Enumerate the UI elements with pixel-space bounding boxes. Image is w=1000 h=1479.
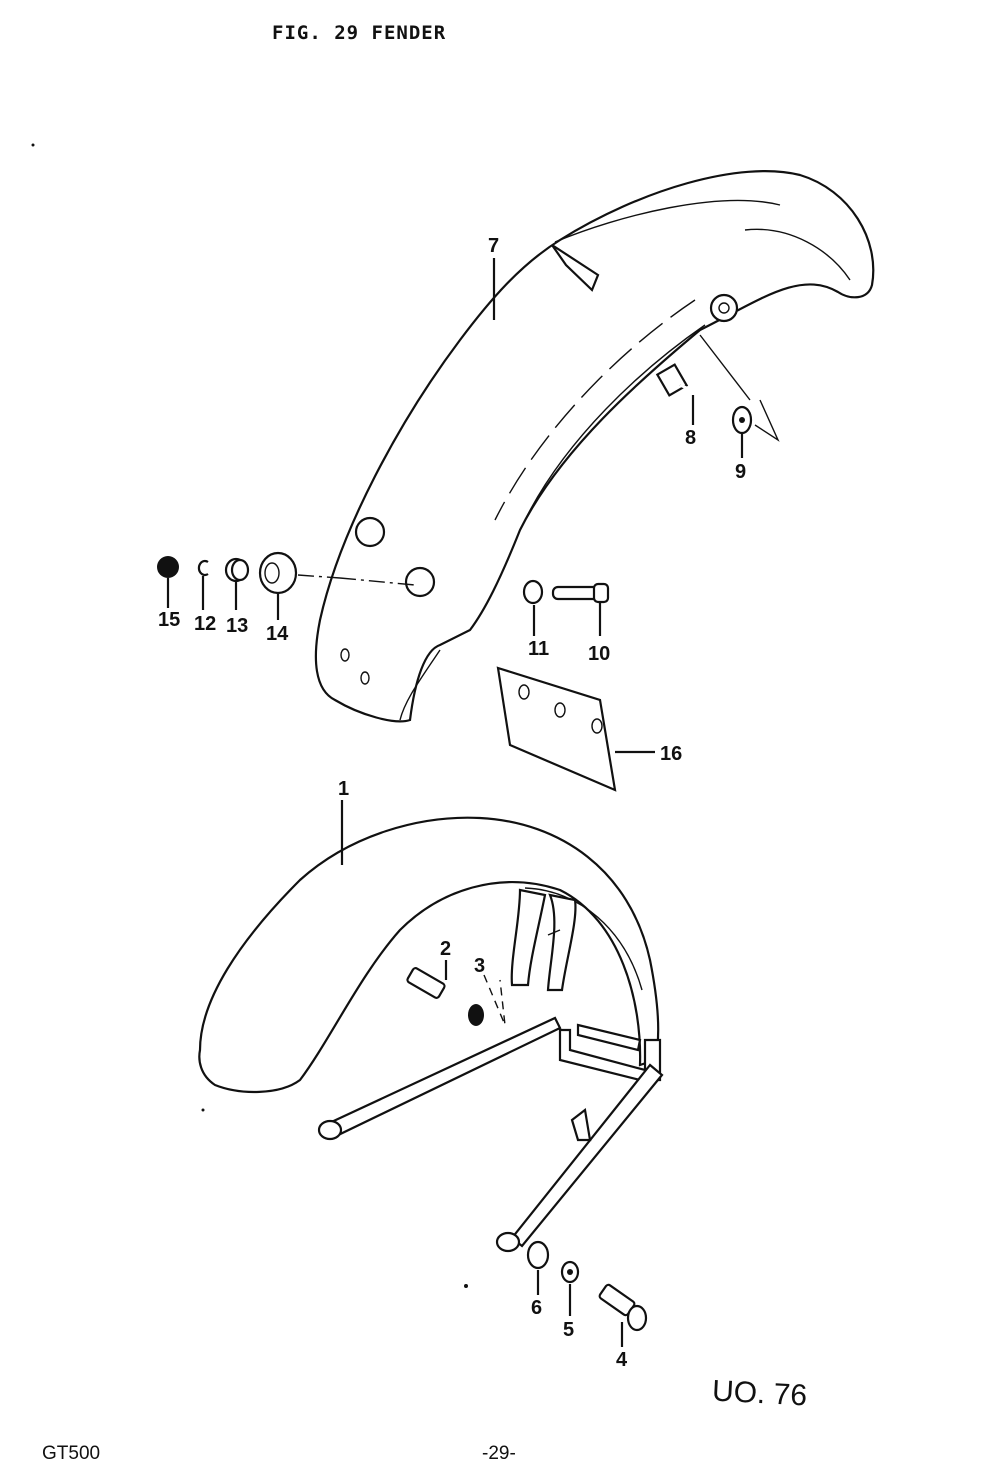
callout-6: 6 [531, 1297, 542, 1319]
cap-nut-15 [157, 556, 179, 578]
callout-14: 14 [266, 623, 289, 645]
callout-15: 15 [158, 609, 180, 631]
bolt-2 [406, 967, 446, 999]
bolt-4 [598, 1283, 648, 1332]
callout-11: 11 [528, 638, 549, 660]
rear-fender [314, 170, 875, 723]
front-fender [198, 816, 664, 1253]
callout-10: 10 [588, 643, 610, 665]
callout-12: 12 [194, 613, 216, 635]
callout-1: 1 [338, 778, 349, 800]
washer-12 [197, 559, 209, 577]
callout-7: 7 [488, 235, 499, 257]
callout-5: 5 [563, 1319, 574, 1341]
callout-3: 3 [474, 955, 485, 977]
page-number: -29- [482, 1443, 516, 1464]
callout-13: 13 [226, 615, 248, 637]
bolt-8 [655, 363, 736, 412]
nut-3 [468, 1004, 484, 1026]
bolt-10 [551, 582, 610, 604]
nut-5 [560, 1260, 580, 1284]
collar-13 [224, 557, 250, 583]
washer-11 [522, 579, 544, 605]
plate-16 [496, 666, 617, 792]
callout-9: 9 [735, 461, 746, 483]
cushion-14 [258, 551, 298, 595]
callout-16: 16 [660, 743, 682, 765]
washer-9 [731, 405, 753, 435]
figure-title: FIG. 29 FENDER [272, 22, 447, 44]
callout-8: 8 [685, 427, 696, 449]
callout-4: 4 [616, 1349, 628, 1371]
callout-2: 2 [440, 938, 451, 960]
revision-code: UO. 76 [711, 1374, 808, 1413]
model-name: GT500 [42, 1443, 101, 1464]
washer-6 [526, 1240, 550, 1270]
callout-leaders [166, 258, 744, 1347]
